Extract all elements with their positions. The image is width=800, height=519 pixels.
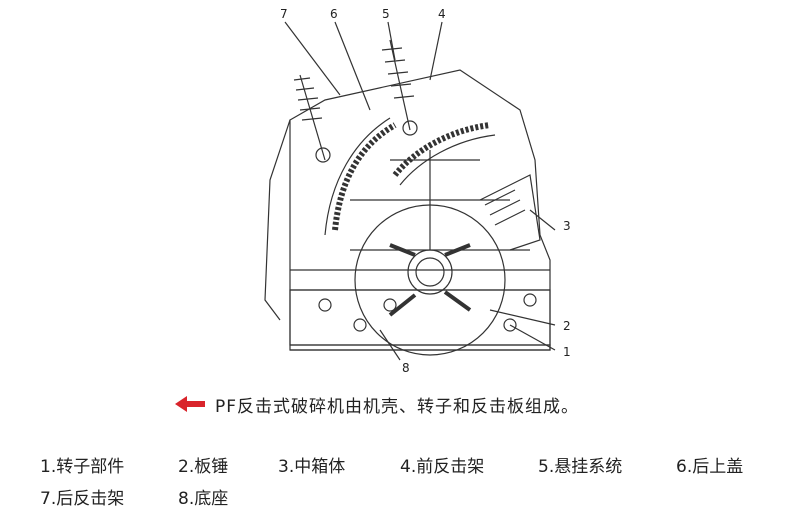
legend-row: 7.后反击架 8.底座: [40, 480, 790, 512]
front-impact-frame: [392, 122, 491, 177]
legend-label: 后上盖: [692, 456, 744, 477]
leader-7: [284, 21, 341, 96]
part-label-4: 4: [438, 7, 446, 21]
base-frame: [289, 289, 551, 346]
part-label-5: 5: [382, 7, 390, 21]
legend-number: 8.: [178, 488, 195, 509]
legend-number: 5.: [538, 456, 555, 477]
rotor-outer: [354, 204, 506, 356]
legend-label: 板锤: [194, 456, 229, 477]
legend-item: 8.底座: [178, 484, 288, 509]
legend-number: 6.: [676, 456, 693, 477]
legend-label: 转子部件: [56, 456, 125, 477]
legend-row: 1.转子部件 2.板锤 3.中箱体 4.前反击架 5.悬挂系统 6.后上盖: [40, 448, 790, 480]
part-label-6: 6: [330, 7, 338, 21]
legend-number: 7.: [40, 488, 57, 509]
left-arrow-icon: [175, 396, 205, 412]
legend-label: 底座: [194, 488, 229, 509]
part-label-2: 2: [563, 319, 571, 333]
legend-number: 2.: [178, 456, 195, 477]
leader-5: [387, 21, 396, 61]
legend-item: 1.转子部件: [40, 452, 178, 477]
leader-2: [489, 309, 556, 326]
legend-label: 前反击架: [416, 456, 485, 477]
caption-text: PF反击式破碎机由机壳、转子和反击板组成。: [215, 396, 580, 417]
part-label-7: 7: [280, 7, 288, 21]
legend-item: 7.后反击架: [40, 484, 178, 509]
legend-number: 1.: [40, 456, 57, 477]
leader-3: [529, 209, 556, 231]
legend-item: 4.前反击架: [400, 452, 538, 477]
legend-label: 中箱体: [294, 456, 346, 477]
legend-number: 4.: [400, 456, 417, 477]
legend-label: 后反击架: [56, 488, 125, 509]
legend-item: 2.板锤: [178, 452, 278, 477]
leader-8: [379, 329, 401, 361]
caption: PF反击式破碎机由机壳、转子和反击板组成。: [175, 392, 580, 417]
legend-number: 3.: [278, 456, 295, 477]
rotor-hub: [407, 249, 453, 295]
legend-item: 3.中箱体: [278, 452, 400, 477]
leader-4: [429, 21, 443, 81]
leader-1: [509, 324, 556, 351]
leader-6: [334, 21, 371, 111]
part-label-8: 8: [402, 361, 410, 375]
legend-item: 5.悬挂系统: [538, 452, 676, 477]
part-label-3: 3: [563, 219, 571, 233]
crusher-diagram: 1 2 3 4 5 6 7 8: [264, 7, 571, 375]
parts-legend: 1.转子部件 2.板锤 3.中箱体 4.前反击架 5.悬挂系统 6.后上盖 7.…: [40, 448, 790, 512]
legend-label: 悬挂系统: [554, 456, 623, 477]
rear-impact-frame: [332, 122, 397, 231]
part-label-1: 1: [563, 345, 571, 359]
legend-item: 6.后上盖: [676, 452, 786, 477]
